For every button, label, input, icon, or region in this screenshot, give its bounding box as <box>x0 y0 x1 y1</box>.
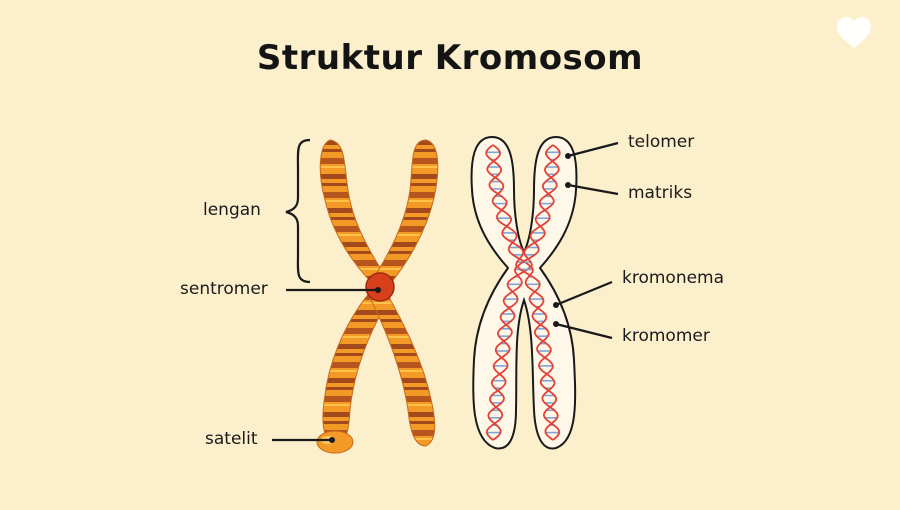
leader-lines <box>272 141 619 443</box>
label-satelit: satelit <box>205 429 258 449</box>
leader-kromonema <box>555 280 613 307</box>
arm-upper-right <box>371 139 439 285</box>
leader-kromomer <box>555 322 613 340</box>
dna-helix <box>485 144 561 441</box>
dna-strand <box>485 144 532 441</box>
label-lengan: lengan <box>203 200 261 220</box>
diagram-title: Struktur Kromosom <box>256 38 644 78</box>
label-matriks: matriks <box>628 183 693 203</box>
matrix-outline <box>470 135 578 450</box>
leader-kromomer-dot <box>553 321 559 327</box>
lengan-brace <box>285 138 311 284</box>
leader-telomer <box>567 141 619 158</box>
leader-satelit-dot <box>329 437 335 443</box>
label-telomer: telomer <box>628 132 695 152</box>
leader-matriks-dot <box>565 182 571 188</box>
leader-kromonema-dot <box>553 302 559 308</box>
chromosome-right <box>470 135 578 450</box>
arm-lower-right <box>369 291 436 447</box>
label-kromonema: kromonema <box>622 268 725 288</box>
label-sentromer: sentromer <box>180 279 268 299</box>
dna-strand <box>523 144 561 441</box>
label-kromomer: kromomer <box>622 326 710 346</box>
leader-sentromer-dot <box>375 287 381 293</box>
leader-matriks <box>567 183 619 196</box>
centromere <box>365 272 395 302</box>
heart-logo-icon <box>837 17 871 48</box>
chromosome-left <box>316 139 439 454</box>
arm-upper-left <box>319 139 389 284</box>
leader-telomer-dot <box>565 153 571 159</box>
